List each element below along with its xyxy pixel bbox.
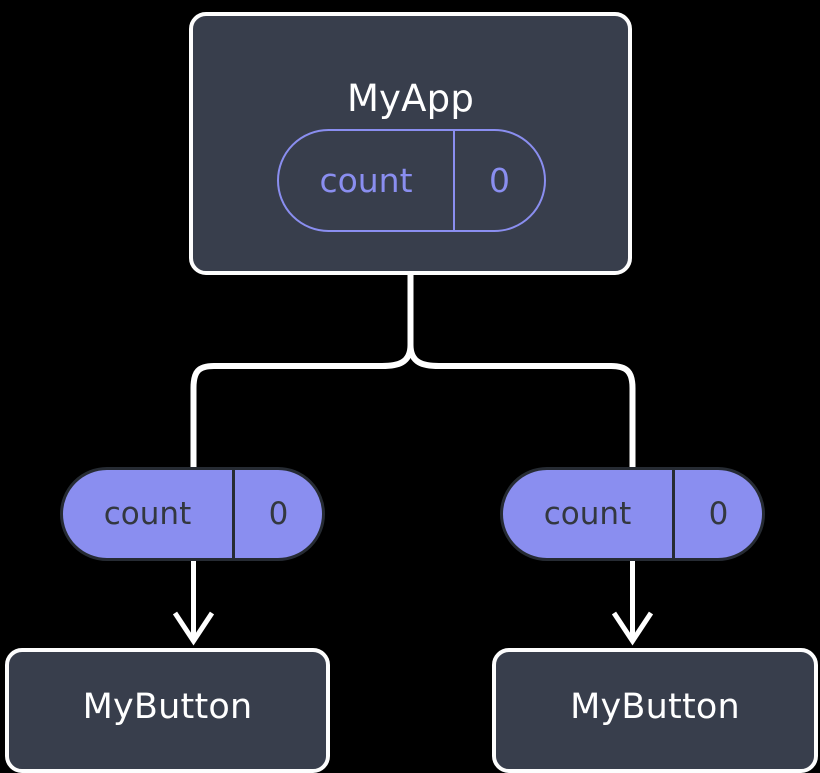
connector-branch-to-right-pill — [407, 344, 636, 480]
state-pill-key: count — [63, 470, 235, 558]
component-title-mybutton-right: MyButton — [570, 687, 740, 727]
component-title-myapp: MyApp — [346, 77, 475, 120]
state-pill-value: 0 — [489, 161, 510, 200]
state-pill-key: count — [279, 131, 455, 230]
component-card-mybutton-left[interactable]: MyButton — [5, 648, 330, 773]
state-pill-child-left[interactable]: count 0 — [60, 467, 325, 561]
state-pill-value: 0 — [268, 496, 289, 532]
state-pill-key: count — [503, 470, 675, 558]
arrowhead-right — [611, 611, 654, 646]
component-title-mybutton-left: MyButton — [82, 687, 253, 727]
state-pill-value: 0 — [708, 496, 729, 532]
connector-branch-to-left-pill — [190, 344, 414, 480]
component-card-mybutton-right[interactable]: MyButton — [492, 648, 818, 773]
state-pill-myapp[interactable]: count 0 — [277, 129, 546, 232]
arrowhead-left — [172, 611, 215, 646]
state-pill-child-right[interactable]: count 0 — [500, 467, 765, 561]
